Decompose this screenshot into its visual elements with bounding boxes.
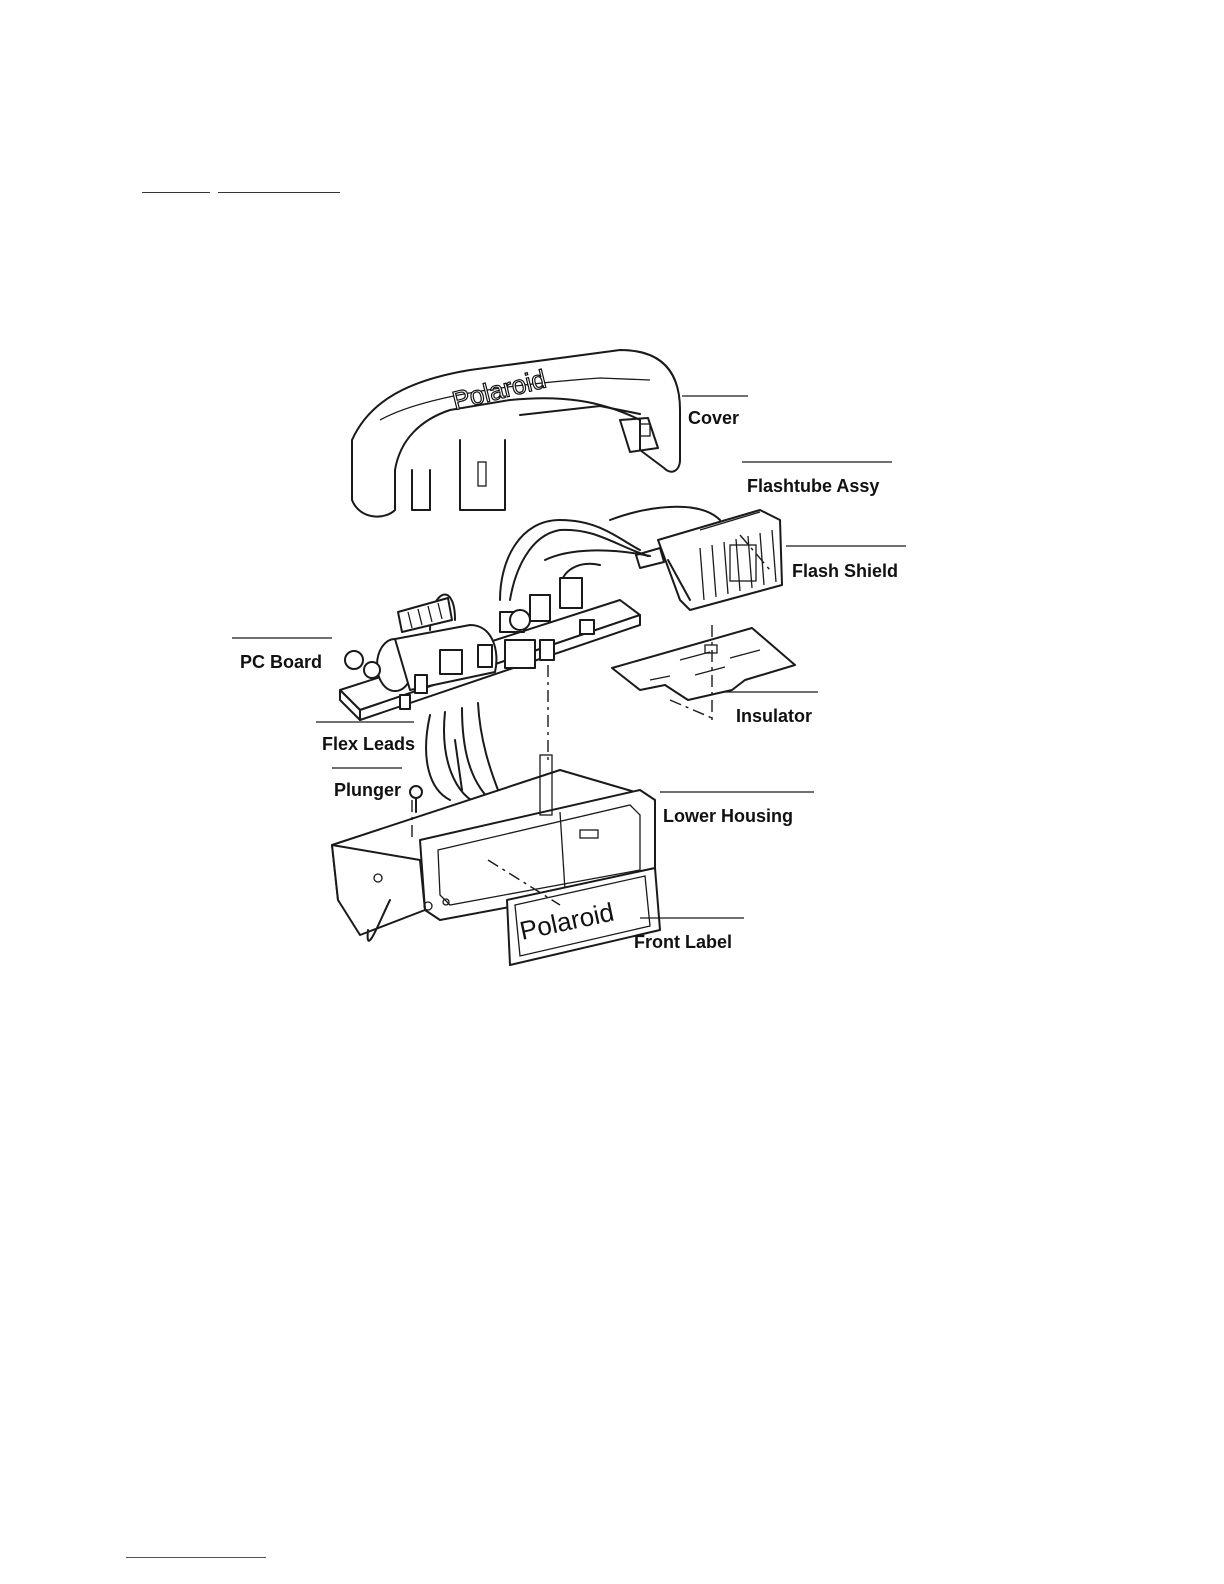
label-flex-leads: Flex Leads <box>322 734 415 755</box>
label-front-label: Front Label <box>634 932 732 953</box>
flex-leads-part <box>426 703 500 805</box>
label-plunger: Plunger <box>334 780 401 801</box>
cover-part: Polaroid <box>352 350 680 517</box>
label-insulator: Insulator <box>736 706 812 727</box>
label-flashtube-assy: Flashtube Assy <box>747 476 879 497</box>
label-lower-housing: Lower Housing <box>663 806 793 827</box>
pc-board-part <box>340 578 640 720</box>
label-pc-board: PC Board <box>240 652 322 673</box>
flash-shield-part <box>636 510 782 610</box>
label-flash-shield: Flash Shield <box>792 561 898 582</box>
insulator-part <box>612 628 795 700</box>
label-cover: Cover <box>688 408 739 429</box>
